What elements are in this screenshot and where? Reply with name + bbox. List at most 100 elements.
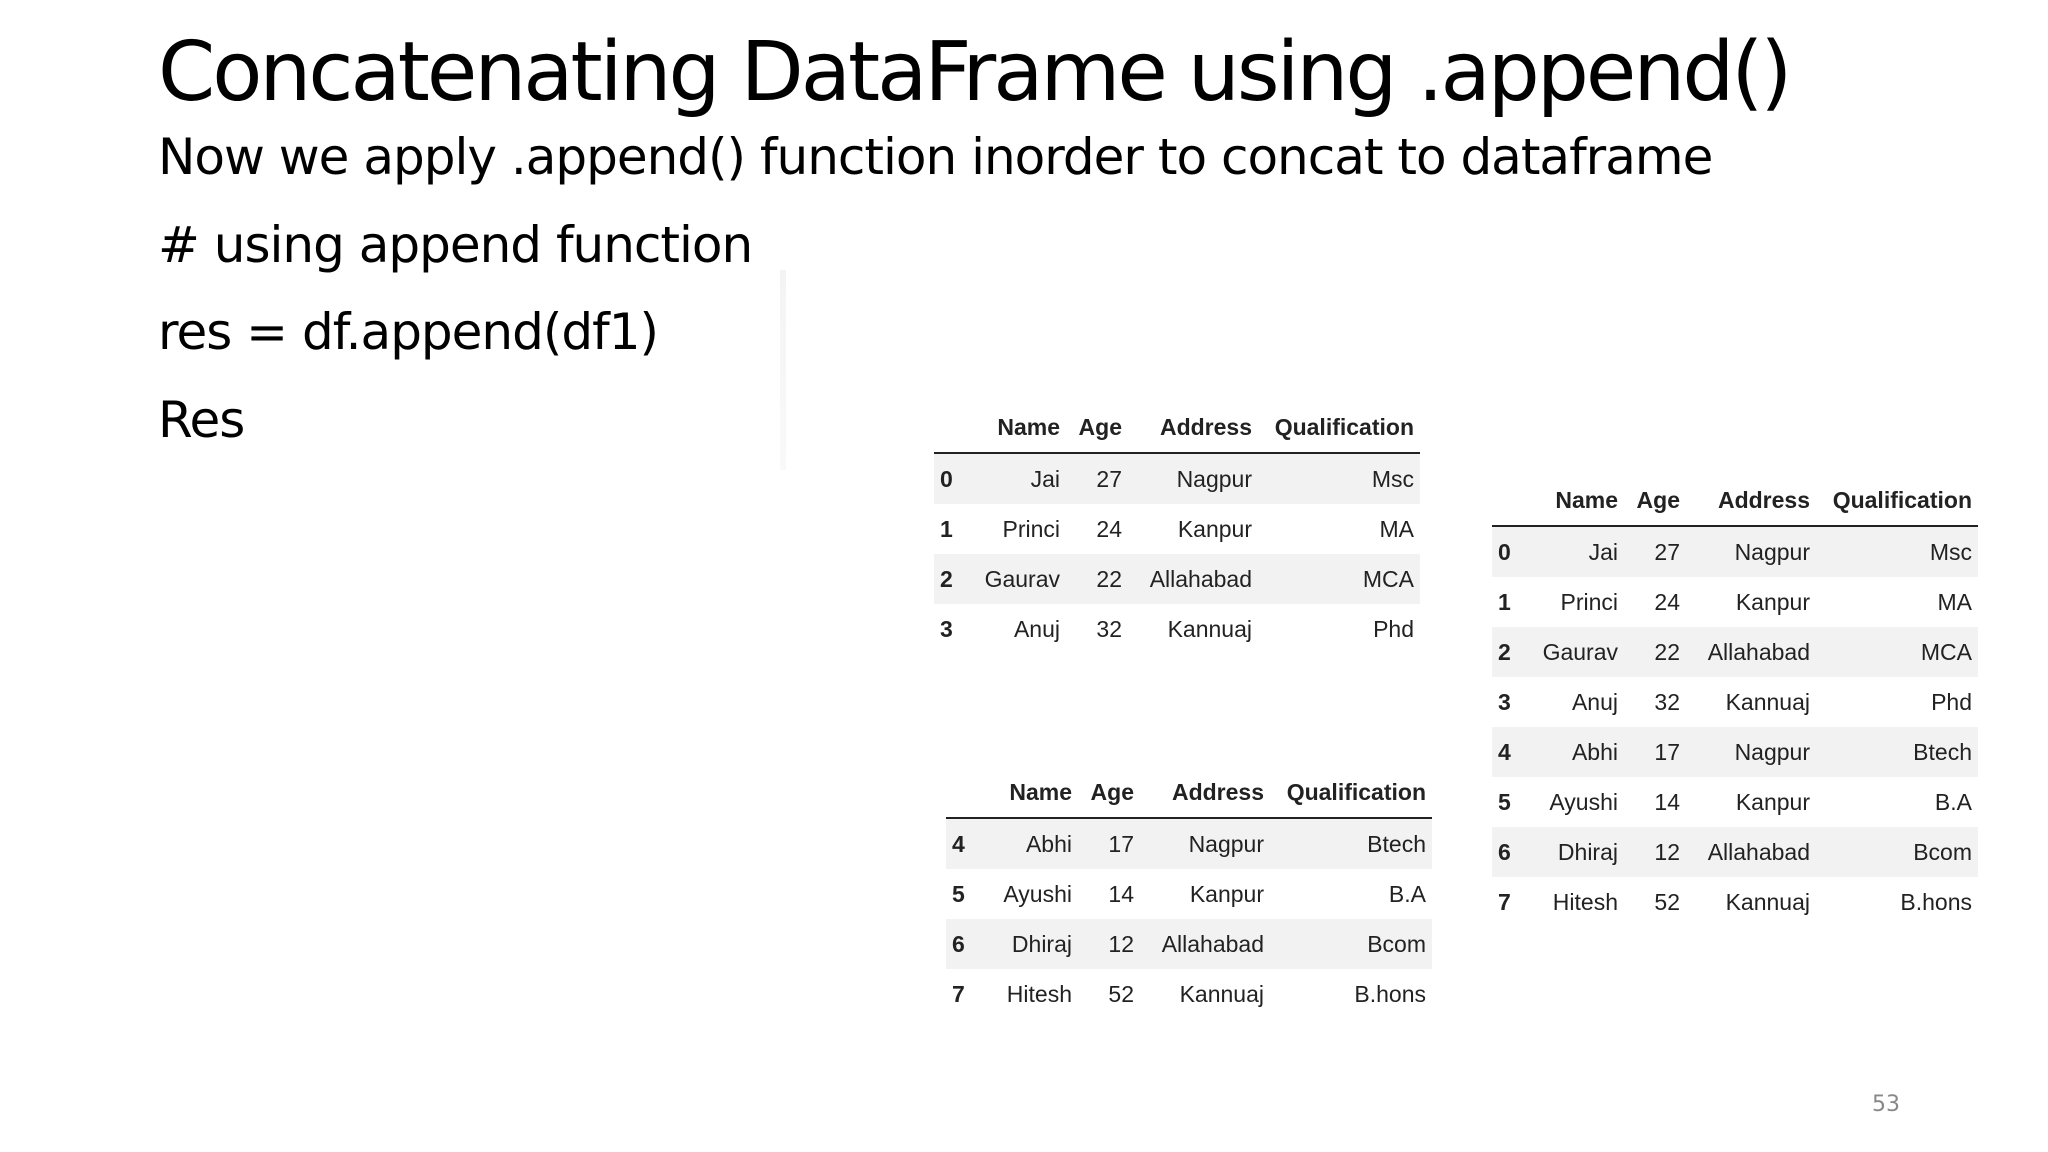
cell-age: 27 [1654, 538, 1680, 565]
cell-qualification: Bcom [1367, 930, 1426, 957]
cell-name: Dhiraj [1557, 838, 1618, 865]
column-header-qualification: Qualification [1270, 767, 1432, 819]
slide-title: Concatenating DataFrame using .append() [158, 25, 1792, 120]
cell-name: Dhiraj [1011, 930, 1072, 957]
cell-age: 24 [1096, 515, 1122, 542]
page-number: 53 [1872, 1092, 1900, 1117]
table-row: 7 Hitesh 52 Kannuaj B.hons [946, 969, 1432, 1019]
cell-address: Kannuaj [1725, 688, 1810, 715]
table-header-row: Name Age Address Qualification [946, 767, 1432, 819]
column-header-qualification: Qualification [1816, 475, 1978, 527]
cell-address: Nagpur [1176, 465, 1252, 492]
cell-qualification: MA [1379, 515, 1415, 542]
cell-qualification: Btech [1367, 830, 1426, 857]
cell-index: 2 [940, 565, 953, 592]
cell-age: 22 [1096, 565, 1122, 592]
table-row: 0 Jai 27 Nagpur Msc [934, 453, 1420, 504]
cell-name: Jai [1030, 465, 1060, 492]
cell-address: Allahabad [1707, 838, 1810, 865]
code-output-label: Res [158, 391, 245, 449]
cell-age: 52 [1108, 980, 1134, 1007]
cell-qualification: Msc [1929, 538, 1972, 565]
cell-index: 6 [1498, 838, 1511, 865]
cell-qualification: Msc [1371, 465, 1414, 492]
cell-address: Kanpur [1735, 588, 1810, 615]
cell-address: Nagpur [1188, 830, 1264, 857]
scan-artifact [780, 270, 786, 470]
cell-address: Allahabad [1161, 930, 1264, 957]
table-row: 2 Gaurav 22 Allahabad MCA [934, 554, 1420, 604]
cell-qualification: Btech [1913, 738, 1972, 765]
cell-name: Hitesh [1552, 888, 1618, 915]
cell-index: 3 [1498, 688, 1511, 715]
column-header-name: Name [988, 767, 1078, 819]
table-header-row: Name Age Address Qualification [934, 402, 1420, 454]
cell-age: 17 [1108, 830, 1134, 857]
column-header-index [946, 767, 988, 819]
cell-address: Nagpur [1734, 538, 1810, 565]
cell-qualification: B.A [1934, 788, 1972, 815]
column-header-address: Address [1128, 402, 1258, 454]
column-header-name: Name [1534, 475, 1624, 527]
column-header-name: Name [976, 402, 1066, 454]
column-header-index [1492, 475, 1534, 527]
column-header-address: Address [1686, 475, 1816, 527]
cell-age: 12 [1654, 838, 1680, 865]
cell-qualification: Phd [1373, 615, 1414, 642]
cell-name: Princi [1560, 588, 1618, 615]
cell-qualification: B.A [1388, 880, 1426, 907]
cell-address: Nagpur [1734, 738, 1810, 765]
cell-age: 12 [1108, 930, 1134, 957]
cell-qualification: B.hons [1900, 888, 1972, 915]
cell-name: Ayushi [1549, 788, 1618, 815]
cell-address: Kanpur [1189, 880, 1264, 907]
cell-age: 27 [1096, 465, 1122, 492]
cell-index: 0 [940, 465, 953, 492]
cell-address: Kannuaj [1179, 980, 1264, 1007]
cell-index: 5 [1498, 788, 1511, 815]
cell-index: 7 [952, 980, 965, 1007]
cell-qualification: MA [1937, 588, 1973, 615]
cell-name: Gaurav [984, 565, 1060, 592]
table-header-row: Name Age Address Qualification [1492, 475, 1978, 527]
cell-index: 7 [1498, 888, 1511, 915]
code-line: res = df.append(df1) [158, 303, 659, 361]
cell-name: Hitesh [1006, 980, 1072, 1007]
cell-name: Anuj [1571, 688, 1618, 715]
column-header-index [934, 402, 976, 454]
column-header-qualification: Qualification [1258, 402, 1420, 454]
cell-index: 2 [1498, 638, 1511, 665]
cell-qualification: B.hons [1354, 980, 1426, 1007]
column-header-age: Age [1624, 475, 1686, 527]
cell-qualification: Phd [1931, 688, 1972, 715]
cell-address: Kannuaj [1725, 888, 1810, 915]
cell-age: 32 [1096, 615, 1122, 642]
column-header-address: Address [1140, 767, 1270, 819]
description-text: Now we apply .append() function inorder … [158, 128, 1713, 186]
cell-address: Kanpur [1177, 515, 1252, 542]
cell-name: Abhi [1025, 830, 1072, 857]
cell-name: Abhi [1571, 738, 1618, 765]
cell-index: 5 [952, 880, 965, 907]
cell-address: Allahabad [1149, 565, 1252, 592]
cell-address: Kanpur [1735, 788, 1810, 815]
cell-age: 52 [1654, 888, 1680, 915]
cell-name: Ayushi [1003, 880, 1072, 907]
cell-age: 24 [1654, 588, 1680, 615]
cell-qualification: MCA [1362, 565, 1414, 592]
cell-age: 14 [1654, 788, 1680, 815]
